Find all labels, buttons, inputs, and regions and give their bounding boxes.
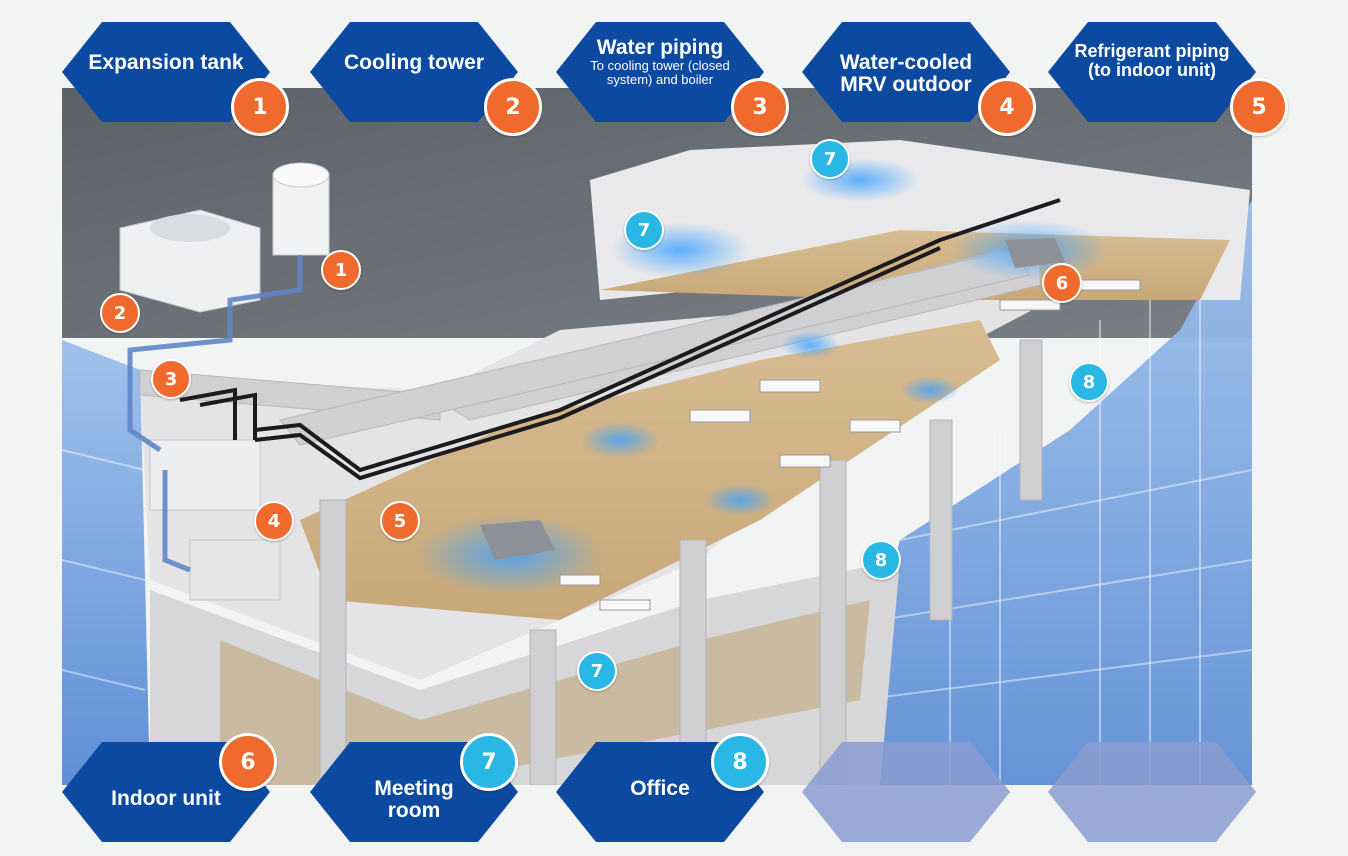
tag-shape <box>1048 22 1256 122</box>
diagram-marker: 7 <box>577 651 617 691</box>
tag-title: Cooling tower <box>344 51 484 74</box>
diagram-marker: 2 <box>100 293 140 333</box>
tag-number-badge: 8 <box>711 733 769 791</box>
diagram-marker: 7 <box>810 139 850 179</box>
diagram-marker: 3 <box>151 359 191 399</box>
tag-empty-slot <box>802 742 1010 842</box>
tag-cooling-tower: Cooling tower <box>310 22 518 122</box>
tag-title: Expansion tank <box>88 51 244 74</box>
tag-empty-slot <box>1048 742 1256 842</box>
cooling-tower-shape <box>119 209 261 313</box>
diagram-marker: 4 <box>254 501 294 541</box>
diagram-marker: 7 <box>624 210 664 250</box>
tag-number-badge: 4 <box>978 78 1036 136</box>
diagram-marker: 1 <box>321 250 361 290</box>
tag-number-badge: 2 <box>484 78 542 136</box>
tag-number-badge: 5 <box>1230 78 1288 136</box>
tag-title: Meeting room <box>374 777 454 823</box>
tag-number-badge: 6 <box>219 733 277 791</box>
tag-number-badge: 3 <box>731 78 789 136</box>
diagram-marker: 5 <box>380 501 420 541</box>
tag-title: Indoor unit <box>111 787 221 810</box>
tag-subtitle: To cooling tower (closed system) and boi… <box>590 58 730 88</box>
tag-title: Water-cooled MRV outdoor <box>839 51 973 97</box>
tag-refrigerant-piping: Refrigerant piping (to indoor unit) <box>1048 22 1256 122</box>
tag-shape <box>310 22 518 122</box>
tag-shape <box>62 22 270 122</box>
glass-facade-left <box>62 340 150 785</box>
tag-title: Water piping <box>596 36 724 59</box>
tag-expansion-tank: Expansion tank <box>62 22 270 122</box>
tag-shape <box>556 22 764 122</box>
tag-shape <box>802 742 1010 842</box>
tag-title: Office <box>630 777 690 800</box>
diagram-marker: 6 <box>1042 263 1082 303</box>
tag-indoor-unit: Indoor unit <box>62 742 270 842</box>
mrv-outdoor-shape <box>149 439 261 511</box>
tag-number-badge: 7 <box>460 733 518 791</box>
tag-number-badge: 1 <box>231 78 289 136</box>
tag-shape <box>802 22 1010 122</box>
expansion-tank-shape <box>272 174 330 256</box>
diagram-marker: 8 <box>861 540 901 580</box>
tag-shape <box>1048 742 1256 842</box>
tag-title: Refrigerant piping (to indoor unit) <box>1074 41 1230 80</box>
tag-water-cooled-mrv: Water-cooled MRV outdoor <box>802 22 1010 122</box>
tag-shape <box>62 742 270 842</box>
diagram-marker: 8 <box>1069 362 1109 402</box>
tag-water-piping: Water piping To cooling tower (closed sy… <box>556 22 764 122</box>
